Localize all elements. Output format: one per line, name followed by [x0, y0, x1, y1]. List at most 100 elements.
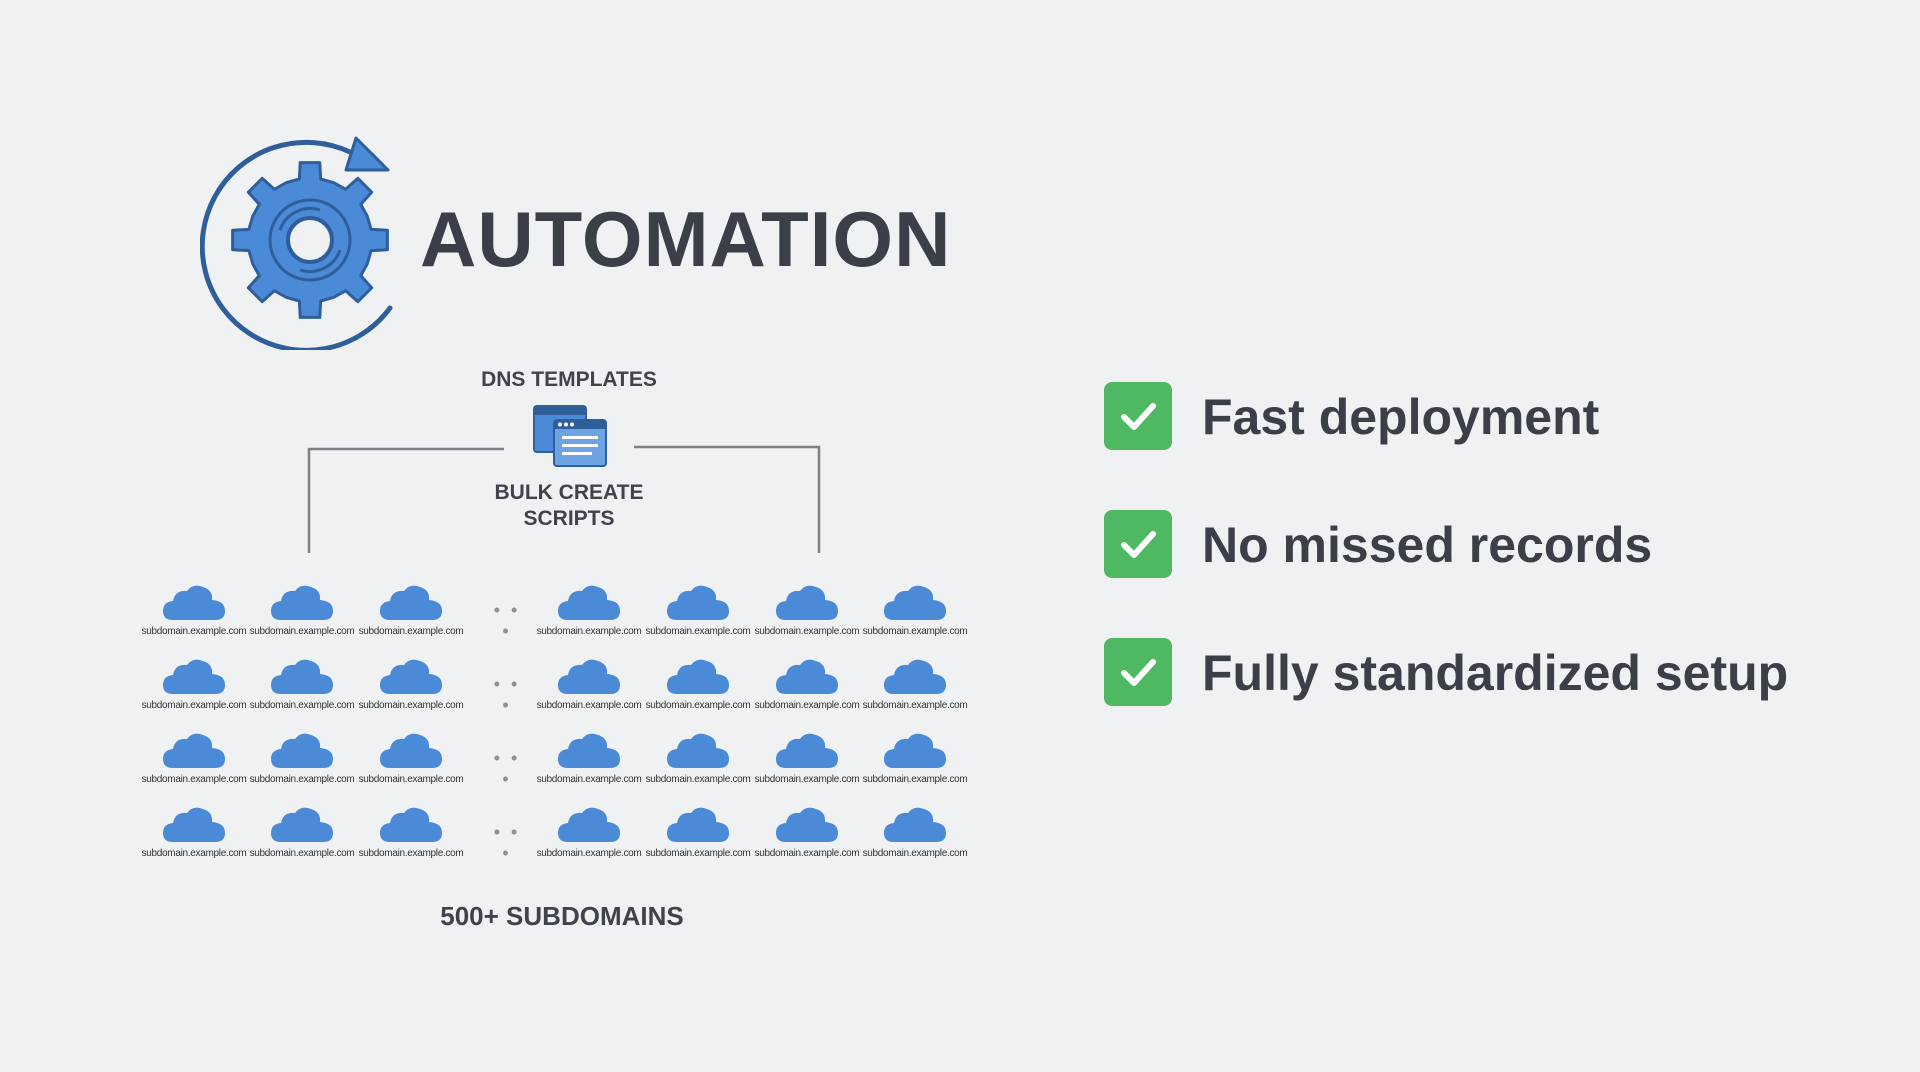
subdomain-item: subdomain.example.com [357, 578, 465, 644]
checkmark-icon [1104, 382, 1172, 450]
subdomain-count-label: 500+ SUBDOMAINS [440, 901, 684, 931]
subdomain-item: subdomain.example.com [753, 800, 861, 866]
subdomain-label: subdomain.example.com [358, 848, 464, 859]
subdomain-label: subdomain.example.com [358, 774, 464, 785]
cloud-icon [558, 733, 620, 768]
cloud-icon [558, 659, 620, 694]
cloud-icon [667, 585, 729, 620]
subdomain-label: subdomain.example.com [249, 774, 355, 785]
subdomain-item: subdomain.example.com [861, 578, 969, 644]
subdomain-item: subdomain.example.com [357, 726, 465, 792]
subdomain-label: subdomain.example.com [358, 626, 464, 637]
dns-templates-label: DNS TEMPLATES [481, 368, 657, 391]
benefit-item: No missed records [1104, 510, 1864, 580]
subdomain-label: subdomain.example.com [536, 774, 642, 785]
cloud-icon [163, 733, 225, 768]
subdomain-item: subdomain.example.com [535, 578, 643, 644]
subdomain-label: subdomain.example.com [754, 774, 860, 785]
benefit-label: Fast deployment [1202, 389, 1600, 445]
subdomain-item: subdomain.example.com [644, 800, 752, 866]
subdomain-item: subdomain.example.com [248, 578, 356, 644]
subdomain-label: subdomain.example.com [249, 848, 355, 859]
subdomain-label: subdomain.example.com [249, 700, 355, 711]
subdomain-item: subdomain.example.com [140, 726, 248, 792]
subdomain-item: subdomain.example.com [644, 652, 752, 718]
benefit-label: No missed records [1202, 517, 1653, 573]
subdomain-label: subdomain.example.com [862, 774, 968, 785]
subdomain-label: subdomain.example.com [754, 626, 860, 637]
subdomain-label: subdomain.example.com [645, 626, 751, 637]
subdomain-item: subdomain.example.com [535, 652, 643, 718]
template-windows-icon [533, 405, 607, 467]
subdomain-label: subdomain.example.com [536, 700, 642, 711]
cloud-icon [271, 733, 333, 768]
cloud-icon [380, 733, 442, 768]
subdomain-label: subdomain.example.com [862, 700, 968, 711]
subdomain-label: subdomain.example.com [249, 626, 355, 637]
subdomain-item: subdomain.example.com [644, 726, 752, 792]
cloud-icon [884, 807, 946, 842]
subdomain-label: subdomain.example.com [645, 848, 751, 859]
subdomain-item: subdomain.example.com [248, 800, 356, 866]
ellipsis-dots: • • • [493, 674, 521, 715]
subdomain-label: subdomain.example.com [862, 626, 968, 637]
subdomain-item: subdomain.example.com [753, 578, 861, 644]
subdomain-item: subdomain.example.com [140, 652, 248, 718]
cloud-icon [271, 659, 333, 694]
subdomain-label: subdomain.example.com [536, 626, 642, 637]
subdomain-label: subdomain.example.com [862, 848, 968, 859]
cloud-icon [776, 585, 838, 620]
subdomain-item: subdomain.example.com [753, 652, 861, 718]
cloud-icon [558, 585, 620, 620]
cloud-icon [776, 807, 838, 842]
cloud-icon [163, 807, 225, 842]
ellipsis-dots: • • • [493, 822, 521, 863]
cloud-icon [163, 585, 225, 620]
cloud-icon [776, 733, 838, 768]
subdomain-item: subdomain.example.com [248, 726, 356, 792]
benefit-label: Fully standardized setup [1202, 645, 1789, 701]
page-title: AUTOMATION [420, 195, 952, 283]
subdomain-item: subdomain.example.com [140, 578, 248, 644]
subdomain-label: subdomain.example.com [754, 848, 860, 859]
benefit-item: Fast deployment [1104, 382, 1864, 452]
subdomain-label: subdomain.example.com [645, 700, 751, 711]
cloud-icon [163, 659, 225, 694]
subdomain-item: subdomain.example.com [248, 652, 356, 718]
subdomain-label: subdomain.example.com [141, 774, 247, 785]
subdomain-label: subdomain.example.com [358, 700, 464, 711]
subdomain-item: subdomain.example.com [861, 652, 969, 718]
bulk-create-scripts-label: BULK CREATE SCRIPTS [494, 481, 644, 530]
gear-refresh-icon [200, 136, 393, 350]
cloud-icon [271, 585, 333, 620]
subdomain-label: subdomain.example.com [536, 848, 642, 859]
subdomain-item: subdomain.example.com [357, 652, 465, 718]
subdomain-item: subdomain.example.com [140, 800, 248, 866]
subdomain-item: subdomain.example.com [357, 800, 465, 866]
cloud-icon [380, 659, 442, 694]
cloud-icon [667, 807, 729, 842]
cloud-icon [884, 585, 946, 620]
subdomain-label: subdomain.example.com [141, 700, 247, 711]
subdomain-item: subdomain.example.com [535, 726, 643, 792]
cloud-icon [884, 659, 946, 694]
ellipsis-dots: • • • [493, 748, 521, 789]
subdomain-item: subdomain.example.com [861, 800, 969, 866]
subdomain-label: subdomain.example.com [141, 848, 247, 859]
cloud-icon [667, 659, 729, 694]
ellipsis-dots: • • • [493, 600, 521, 641]
subdomain-item: subdomain.example.com [644, 578, 752, 644]
cloud-icon [380, 585, 442, 620]
subdomain-item: subdomain.example.com [535, 800, 643, 866]
cloud-icon [380, 807, 442, 842]
subdomain-item: subdomain.example.com [753, 726, 861, 792]
cloud-icon [776, 659, 838, 694]
checkmark-icon [1104, 638, 1172, 706]
cloud-icon [271, 807, 333, 842]
checkmark-icon [1104, 510, 1172, 578]
subdomain-label: subdomain.example.com [754, 700, 860, 711]
subdomain-label: subdomain.example.com [645, 774, 751, 785]
benefit-item: Fully standardized setup [1104, 638, 1864, 708]
subdomain-label: subdomain.example.com [141, 626, 247, 637]
